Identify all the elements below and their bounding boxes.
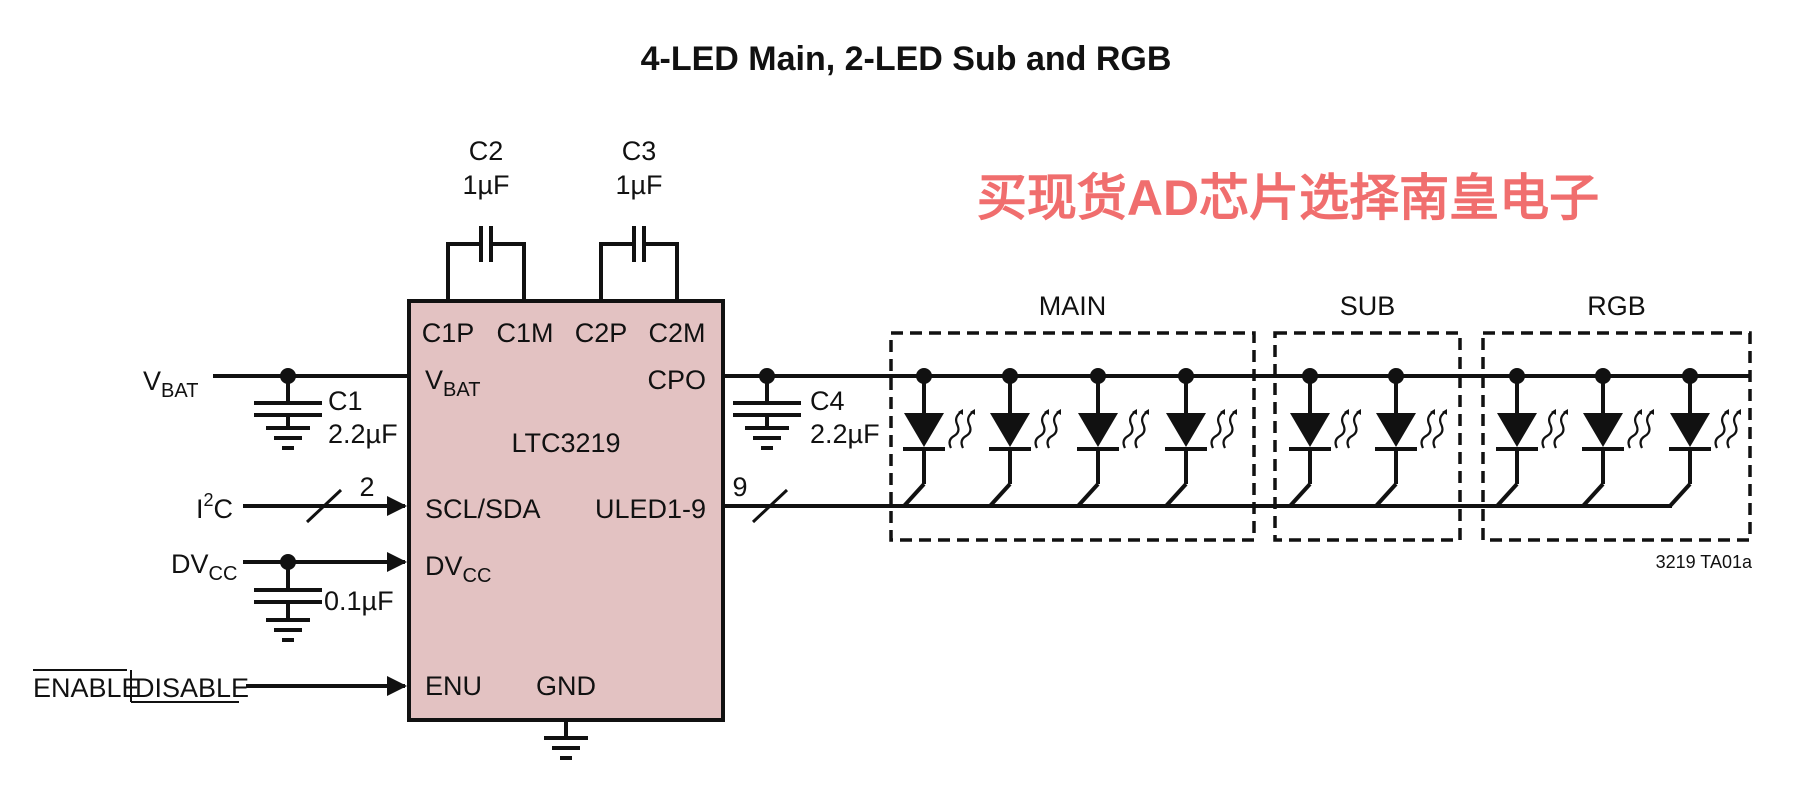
ground-c1: [266, 426, 310, 450]
ground-dvcc: [266, 618, 310, 642]
uled-bus-slash: [751, 488, 789, 524]
capacitor-c3: [599, 226, 679, 299]
c4-value: 2.2µF: [810, 419, 880, 449]
uled-bus-width: 9: [732, 472, 747, 502]
figure-code: 3219 TA01a: [1656, 552, 1753, 572]
c3-value: 1µF: [615, 170, 662, 200]
watermark-text: 买现货AD芯片选择南皇电子: [977, 170, 1599, 226]
c3-name: C3: [622, 136, 657, 166]
led-diode: [1668, 368, 1741, 508]
i2c-bus-width: 2: [359, 472, 374, 502]
pin-dvcc: DVCC: [425, 551, 491, 587]
led-diode: [902, 368, 975, 508]
capacitor-c1: [254, 376, 322, 428]
pin-c1m: C1M: [496, 318, 553, 348]
vbat-input-label: VBAT: [143, 366, 198, 402]
capacitor-c4: [733, 376, 801, 428]
pin-uled: ULED1-9: [595, 494, 706, 524]
led-diode: [1164, 368, 1237, 508]
led-group-main: MAIN: [889, 291, 1256, 542]
led-diode: [1374, 368, 1447, 508]
c2-name: C2: [469, 136, 504, 166]
led-group-label: MAIN: [1039, 291, 1107, 321]
pin-enu: ENU: [425, 671, 482, 701]
c1-name: C1: [328, 386, 363, 416]
enable-label: ENABLE: [33, 673, 140, 703]
pin-c2p: C2P: [575, 318, 628, 348]
led-diode: [1076, 368, 1149, 508]
ltc3219-chip: [407, 299, 725, 722]
dvcc-input-label: DVCC: [171, 549, 237, 585]
led-diode: [1288, 368, 1361, 508]
led-group-box: [1481, 331, 1752, 542]
led-group-label: SUB: [1340, 291, 1396, 321]
led-group-box: [1273, 331, 1462, 542]
pin-scl-sda: SCL/SDA: [425, 494, 541, 524]
pin-cpo: CPO: [647, 365, 706, 395]
disable-label: DISABLE: [135, 673, 249, 703]
capacitor-c2: [446, 226, 526, 299]
c4-name: C4: [810, 386, 845, 416]
capacitor-dvcc: [254, 562, 322, 620]
pin-c2m: C2M: [648, 318, 705, 348]
pin-gnd: GND: [536, 671, 596, 701]
chip-part-number: LTC3219: [511, 428, 620, 458]
pin-vbat: VBAT: [425, 365, 480, 401]
ground-c4: [745, 426, 789, 450]
dvcc-cap-value: 0.1µF: [324, 586, 394, 616]
led-diode: [1495, 368, 1568, 508]
ground-chip: [544, 720, 588, 760]
c2-value: 1µF: [462, 170, 509, 200]
led-group-box: [889, 331, 1256, 542]
led-group-sub: SUB: [1273, 291, 1462, 542]
i2c-input-label: I2C: [196, 490, 233, 524]
led-diode: [1581, 368, 1654, 508]
i2c-bus-slash: [305, 488, 343, 524]
led-group-rgb: RGB: [1481, 291, 1752, 542]
c1-value: 2.2µF: [328, 419, 398, 449]
led-group-label: RGB: [1587, 291, 1646, 321]
led-diode: [988, 368, 1061, 508]
pin-c1p: C1P: [422, 318, 475, 348]
figure-title: 4-LED Main, 2-LED Sub and RGB: [641, 40, 1172, 78]
